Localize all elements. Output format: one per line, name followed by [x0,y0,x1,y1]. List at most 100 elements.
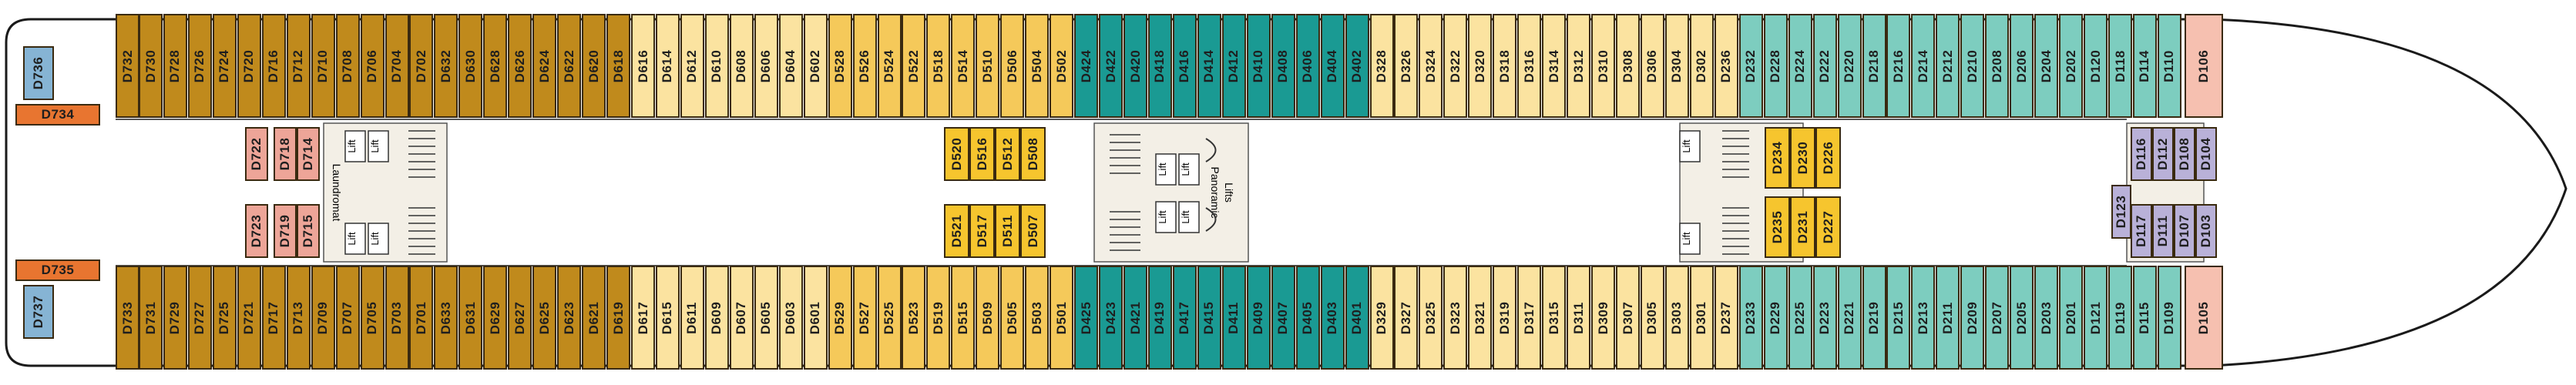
cabin-d701[interactable]: D701 [409,266,434,370]
cabin-d225[interactable]: D225 [1788,266,1812,370]
cabin-d310[interactable]: D310 [1591,14,1616,118]
cabin-d623[interactable]: D623 [557,266,582,370]
cabin-d409[interactable]: D409 [1246,266,1271,370]
cabin-d529[interactable]: D529 [828,266,852,370]
cabin-d625[interactable]: D625 [532,266,557,370]
cabin-d414[interactable]: D414 [1197,14,1221,118]
cabin-d422[interactable]: D422 [1099,14,1123,118]
cabin-d729[interactable]: D729 [163,266,187,370]
cabin-d120[interactable]: D120 [2084,14,2108,118]
cabin-d322[interactable]: D322 [1443,14,1468,118]
cabin-d421[interactable]: D421 [1123,266,1147,370]
cabin-d221[interactable]: D221 [1837,266,1862,370]
cabin-d517[interactable]: D517 [969,204,995,258]
cabin-d223[interactable]: D223 [1812,266,1837,370]
cabin-d328[interactable]: D328 [1369,14,1394,118]
cabin-d301[interactable]: D301 [1689,266,1714,370]
cabin-d108[interactable]: D108 [2174,127,2195,181]
cabin-d418[interactable]: D418 [1147,14,1172,118]
cabin-d626[interactable]: D626 [508,14,532,118]
cabin-d209[interactable]: D209 [1960,266,1985,370]
cabin-d208[interactable]: D208 [1985,14,2010,118]
cabin-d420[interactable]: D420 [1123,14,1147,118]
cabin-d323[interactable]: D323 [1443,266,1468,370]
cabin-d614[interactable]: D614 [655,14,680,118]
cabin-d109[interactable]: D109 [2157,266,2181,370]
cabin-d629[interactable]: D629 [483,266,508,370]
cabin-d610[interactable]: D610 [704,14,729,118]
cabin-d709[interactable]: D709 [311,266,335,370]
cabin-d616[interactable]: D616 [631,14,655,118]
cabin-d622[interactable]: D622 [557,14,582,118]
cabin-d305[interactable]: D305 [1640,266,1664,370]
cabin-d628[interactable]: D628 [483,14,508,118]
cabin-d202[interactable]: D202 [2059,14,2084,118]
cabin-d121[interactable]: D121 [2084,266,2108,370]
cabin-d207[interactable]: D207 [1985,266,2010,370]
cabin-d401[interactable]: D401 [1345,266,1369,370]
cabin-d105[interactable]: D105 [2185,266,2223,370]
cabin-d716[interactable]: D716 [261,14,286,118]
cabin-d528[interactable]: D528 [828,14,852,118]
cabin-d736[interactable]: D736 [23,46,54,100]
cabin-d719[interactable]: D719 [274,204,297,258]
cabin-d224[interactable]: D224 [1788,14,1812,118]
cabin-d630[interactable]: D630 [458,14,483,118]
cabin-d425[interactable]: D425 [1074,266,1099,370]
cabin-d605[interactable]: D605 [754,266,778,370]
cabin-d218[interactable]: D218 [1862,14,1886,118]
cabin-d723[interactable]: D723 [245,204,268,258]
cabin-d110[interactable]: D110 [2157,14,2181,118]
cabin-d720[interactable]: D720 [237,14,261,118]
cabin-d713[interactable]: D713 [286,266,311,370]
cabin-d329[interactable]: D329 [1369,266,1394,370]
cabin-d507[interactable]: D507 [1020,204,1046,258]
cabin-d205[interactable]: D205 [2010,266,2034,370]
cabin-d104[interactable]: D104 [2195,127,2217,181]
cabin-d704[interactable]: D704 [385,14,409,118]
cabin-d303[interactable]: D303 [1664,266,1689,370]
cabin-d402[interactable]: D402 [1345,14,1369,118]
cabin-d521[interactable]: D521 [944,204,969,258]
cabin-d308[interactable]: D308 [1616,14,1640,118]
cabin-d631[interactable]: D631 [458,266,483,370]
cabin-d408[interactable]: D408 [1271,14,1295,118]
cabin-d416[interactable]: D416 [1172,14,1197,118]
cabin-d501[interactable]: D501 [1050,266,1074,370]
cabin-d712[interactable]: D712 [286,14,311,118]
cabin-d516[interactable]: D516 [969,127,995,181]
cabin-d315[interactable]: D315 [1542,266,1567,370]
cabin-d419[interactable]: D419 [1147,266,1172,370]
cabin-d317[interactable]: D317 [1517,266,1542,370]
cabin-d627[interactable]: D627 [508,266,532,370]
cabin-d721[interactable]: D721 [237,266,261,370]
cabin-d318[interactable]: D318 [1493,14,1517,118]
cabin-d325[interactable]: D325 [1419,266,1443,370]
cabin-d412[interactable]: D412 [1221,14,1246,118]
cabin-d606[interactable]: D606 [754,14,778,118]
cabin-d620[interactable]: D620 [582,14,606,118]
cabin-d231[interactable]: D231 [1790,196,1815,258]
cabin-d607[interactable]: D607 [729,266,754,370]
cabin-d117[interactable]: D117 [2131,204,2152,258]
cabin-d320[interactable]: D320 [1468,14,1493,118]
cabin-d123[interactable]: D123 [2111,185,2131,239]
cabin-d733[interactable]: D733 [116,266,139,370]
cabin-d619[interactable]: D619 [606,266,631,370]
cabin-d734[interactable]: D734 [15,104,100,126]
cabin-d737[interactable]: D737 [23,285,54,339]
cabin-d107[interactable]: D107 [2174,204,2195,258]
cabin-d731[interactable]: D731 [139,266,163,370]
cabin-d526[interactable]: D526 [852,14,877,118]
cabin-d114[interactable]: D114 [2132,14,2157,118]
cabin-d612[interactable]: D612 [680,14,704,118]
cabin-d732[interactable]: D732 [116,14,139,118]
cabin-d106[interactable]: D106 [2185,14,2223,118]
cabin-d407[interactable]: D407 [1271,266,1295,370]
cabin-d601[interactable]: D601 [803,266,828,370]
cabin-d618[interactable]: D618 [606,14,631,118]
cabin-d410[interactable]: D410 [1246,14,1271,118]
cabin-d502[interactable]: D502 [1050,14,1074,118]
cabin-d509[interactable]: D509 [976,266,1000,370]
cabin-d503[interactable]: D503 [1025,266,1050,370]
